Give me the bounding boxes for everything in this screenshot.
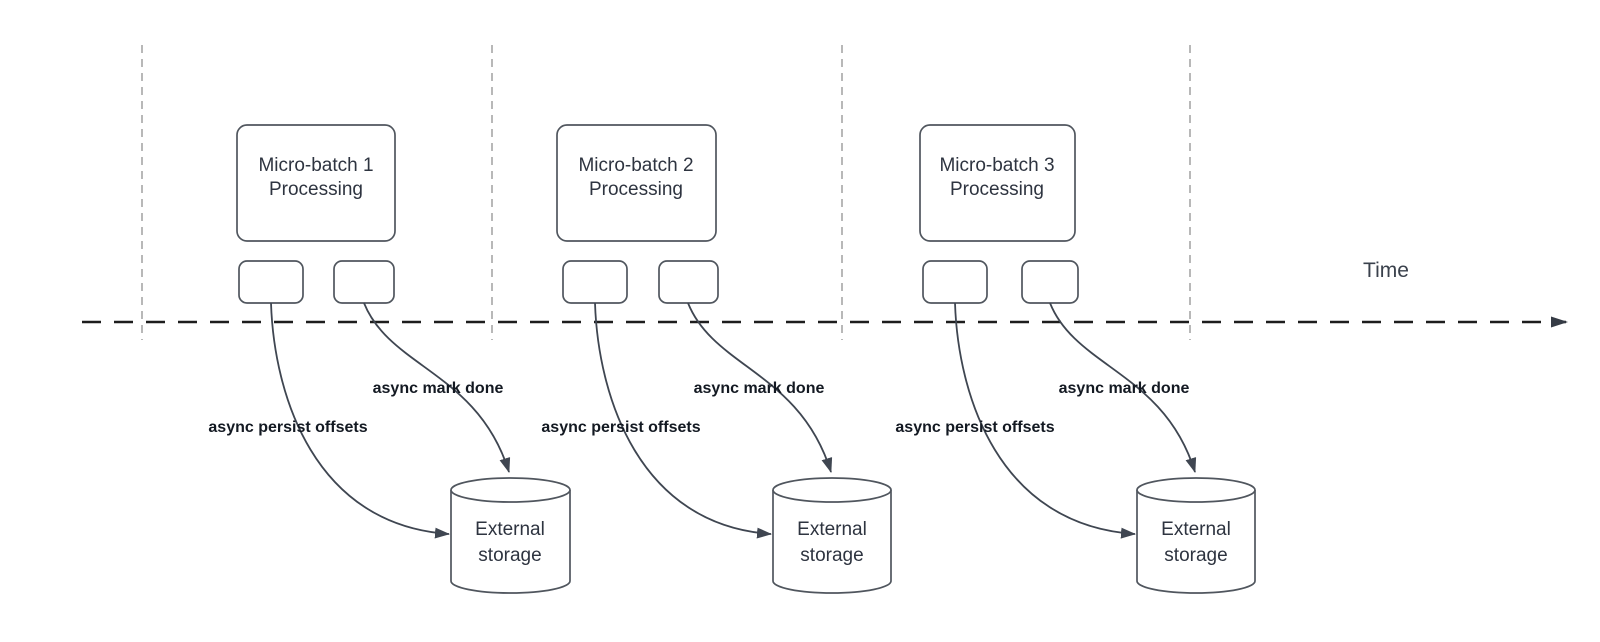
external-storage-label-line1: External	[475, 519, 545, 540]
mark-done-label: async mark done	[1058, 380, 1190, 397]
external-storage-cylinder-top	[772, 477, 892, 503]
mark-done-label: async mark done	[372, 380, 504, 397]
external-storage-cylinder-top	[450, 477, 571, 503]
micro-batch-3-title: Micro-batch 3 Processing	[939, 154, 1054, 202]
persist-offsets-arrow	[954, 302, 1136, 539]
persist-offsets-label: async persist offsets	[541, 419, 701, 436]
mark-done-label: async mark done	[693, 380, 825, 397]
micro-batch-2-title-line1: Micro-batch 2	[578, 155, 694, 176]
external-storage-label: External storage	[1161, 517, 1231, 569]
external-storage-label-line1: External	[797, 519, 867, 540]
mark-done-arrow	[1049, 302, 1197, 473]
micro-batch-1-title-line2: Processing	[268, 179, 363, 200]
persist-offsets-label: async persist offsets	[895, 419, 1055, 436]
micro-batch-3-done-task-box	[1021, 260, 1079, 304]
micro-batch-3-box	[919, 124, 1076, 242]
micro-batch-2-done-task-box	[658, 260, 719, 304]
micro-batch-3-title-line1: Micro-batch 3	[939, 155, 1055, 176]
micro-batch-2-persist-task-box	[562, 260, 628, 304]
persist-offsets-label: async persist offsets	[208, 419, 368, 436]
micro-batch-2-box	[556, 124, 717, 242]
external-storage-label: External storage	[797, 517, 867, 569]
external-storage-label-line2: storage	[1164, 545, 1228, 566]
micro-batch-1-title: Micro-batch 1 Processing	[258, 154, 373, 202]
micro-batch-1-box	[236, 124, 396, 242]
external-storage-label-line2: storage	[478, 545, 542, 566]
persist-offsets-arrow	[594, 302, 772, 539]
micro-batch-2-title: Micro-batch 2 Processing	[578, 154, 693, 202]
micro-batch-1-persist-task-box	[238, 260, 304, 304]
mark-done-arrow	[687, 302, 833, 473]
micro-batch-1-title-line1: Micro-batch 1	[258, 155, 374, 176]
mark-done-arrow	[363, 302, 511, 473]
external-storage-label: External storage	[475, 517, 545, 569]
micro-batch-1-done-task-box	[333, 260, 395, 304]
external-storage-cylinder-top	[1136, 477, 1256, 503]
external-storage-cylinder	[450, 490, 571, 594]
external-storage-label-line1: External	[1161, 519, 1231, 540]
micro-batch-3-title-line2: Processing	[949, 179, 1044, 200]
external-storage-cylinder	[772, 490, 892, 594]
micro-batch-3-persist-task-box	[922, 260, 988, 304]
external-storage-cylinder	[1136, 490, 1256, 594]
external-storage-label-line2: storage	[800, 545, 864, 566]
micro-batch-2-title-line2: Processing	[588, 179, 683, 200]
persist-offsets-arrow	[270, 302, 450, 539]
time-axis-label: Time	[1363, 259, 1409, 282]
